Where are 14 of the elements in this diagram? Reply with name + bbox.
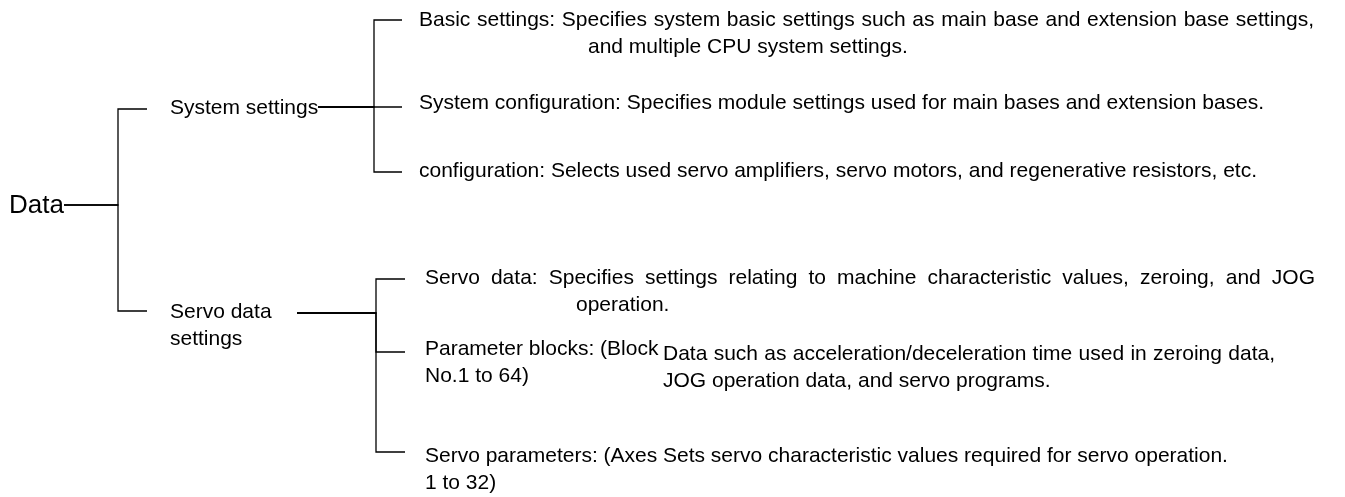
tree-label: configuration: Selects used servo amplifiers, servo motors, and regenerative resistors, etc. xyxy=(402,156,1332,183)
tree-connector xyxy=(317,106,403,173)
description-text: Data such as acceleration/deceleration time used in zeroing data, JOG operation data, and servo programs. xyxy=(663,340,1275,393)
tree-label: Servo data settings xyxy=(147,297,297,351)
tree-label: Parameter blocks: (Block No.1 to 64) xyxy=(405,334,661,388)
tree-label: Servo data: Specifies settings relating to machine characteristic values, zeroing, and JOG operation. xyxy=(405,263,1315,317)
root-label: Data xyxy=(9,189,64,219)
tree-label: Servo parameters: (Axes 1 to 32) xyxy=(405,441,661,495)
tree-label: Basic settings: Specifies system basic settings such as main base and extension base settings, and multiple CPU system settings. xyxy=(402,5,1314,59)
tree-label: System settings xyxy=(147,93,319,120)
tree-label: System configuration: Specifies module settings used for main bases and extension bases. xyxy=(402,88,1314,115)
tree-connector xyxy=(296,312,406,453)
tree-connector xyxy=(63,204,148,312)
description-text: Sets servo characteristic values required for servo operation. xyxy=(663,442,1229,468)
